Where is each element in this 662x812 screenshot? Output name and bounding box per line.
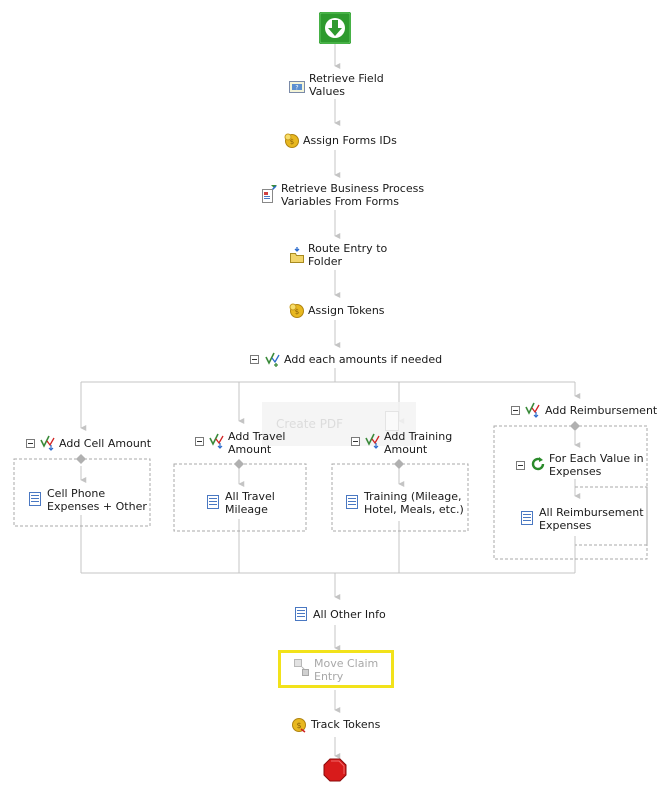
loop-for-each-value[interactable]: For Each Value in Expenses [530, 452, 644, 478]
step-label: Add each amounts if needed [284, 353, 443, 366]
stop-octagon-icon [323, 758, 347, 782]
form-document-icon [346, 495, 358, 509]
step-label: Add Cell Amount [59, 437, 152, 450]
collapse-toggle[interactable] [250, 355, 259, 364]
repeat-loop-icon [531, 457, 545, 471]
highlight-box [278, 650, 394, 688]
step-assign-tokens[interactable]: $ Assign Tokens [288, 302, 385, 318]
svg-text:$: $ [296, 721, 301, 730]
step-retrieve-field-values[interactable]: ? Retrieve Field Values [289, 72, 384, 98]
branch-add-travel-amount[interactable]: Add Travel Amount [209, 430, 286, 456]
form-document-icon [207, 495, 219, 509]
form-document-icon [29, 492, 41, 506]
step-label-line1: All Reimbursement [539, 506, 644, 519]
form-all-reimbursement-expenses[interactable]: All Reimbursement Expenses [521, 506, 644, 532]
step-label-line1: For Each Value in [549, 452, 644, 465]
step-label: Assign Tokens [308, 304, 385, 317]
conditional-check-icon [40, 435, 55, 451]
step-label-line1: Retrieve Business Process [281, 182, 425, 195]
svg-text:$: $ [290, 138, 294, 146]
step-label-line2: Expenses + Other [47, 500, 147, 513]
collapse-toggle[interactable] [351, 437, 360, 446]
step-label-line2: Variables From Forms [281, 195, 399, 208]
drag-ghost-label: Create PDF [276, 417, 344, 431]
branch-add-training-amount[interactable]: Add Training Amount [365, 430, 452, 456]
step-assign-forms-ids[interactable]: $ Assign Forms IDs [283, 132, 397, 148]
form-document-icon [521, 511, 533, 525]
step-move-claim-entry[interactable]: Move Claim Entry [294, 657, 378, 683]
token-coin-icon: $ [284, 133, 299, 148]
token-coin-icon: $ [289, 303, 304, 318]
start-node[interactable] [319, 12, 351, 44]
stop-node[interactable] [323, 758, 347, 782]
svg-text:$: $ [295, 308, 299, 316]
collapse-toggle[interactable] [26, 439, 35, 448]
move-entry-icon [294, 659, 309, 676]
step-retrieve-bp-variables[interactable]: Retrieve Business Process Variables From… [262, 182, 424, 208]
step-label-line1: Cell Phone [47, 487, 106, 500]
form-cell-phone-expenses[interactable]: Cell Phone Expenses + Other [29, 487, 147, 513]
step-label-line1: All Travel [225, 490, 275, 503]
folder-route-icon [290, 247, 304, 263]
step-label-line2: Expenses [549, 465, 602, 478]
step-label-line2: Mileage [225, 503, 268, 516]
step-label-line1: Add Training [384, 430, 453, 443]
conditional-check-icon [525, 402, 540, 418]
step-label-line2: Amount [228, 443, 272, 456]
step-add-each-amounts[interactable]: Add each amounts if needed [264, 352, 443, 367]
drag-ghost-placeholder [385, 411, 399, 431]
collapse-toggle[interactable] [511, 406, 520, 415]
step-label-line2: Amount [384, 443, 428, 456]
step-label: Assign Forms IDs [303, 134, 397, 147]
step-label-line2: Expenses [539, 519, 592, 532]
step-label-line2: Folder [308, 255, 342, 268]
step-label-line1: Add Travel [228, 430, 286, 443]
field-values-icon: ? [289, 81, 305, 93]
track-tokens-icon: $ [292, 718, 306, 733]
step-label: All Other Info [313, 608, 386, 621]
step-label-line1: Retrieve Field [309, 72, 384, 85]
collapse-toggle[interactable] [516, 461, 525, 470]
conditional-check-icon [365, 433, 380, 449]
step-label-line1: Move Claim [314, 657, 379, 670]
conditional-check-icon [265, 352, 280, 367]
step-label-line1: Route Entry to [308, 242, 388, 255]
form-training-expenses[interactable]: Training (Mileage, Hotel, Meals, etc.) [346, 490, 464, 516]
step-label: Track Tokens [311, 718, 381, 731]
svg-text:?: ? [295, 85, 298, 92]
conditional-check-icon [209, 433, 224, 449]
step-label-line2: Values [309, 85, 345, 98]
form-variables-icon [262, 185, 277, 203]
step-label-line2: Hotel, Meals, etc.) [364, 503, 464, 516]
start-arrow-down-icon [319, 12, 351, 44]
step-label-line2: Entry [314, 670, 344, 683]
step-track-tokens[interactable]: $ Track Tokens [291, 717, 381, 733]
form-all-travel-mileage[interactable]: All Travel Mileage [207, 490, 275, 516]
branch-add-reimbursement[interactable]: Add Reimbursement [525, 402, 658, 418]
step-route-entry-to-folder[interactable]: Route Entry to Folder [290, 242, 387, 268]
branch-add-cell-amount[interactable]: Add Cell Amount [40, 435, 152, 451]
step-label: Add Reimbursement [545, 404, 658, 417]
step-label-line1: Training (Mileage, [364, 490, 462, 503]
form-document-icon [295, 607, 307, 621]
form-all-other-info[interactable]: All Other Info [295, 607, 386, 621]
collapse-toggle[interactable] [195, 437, 204, 446]
